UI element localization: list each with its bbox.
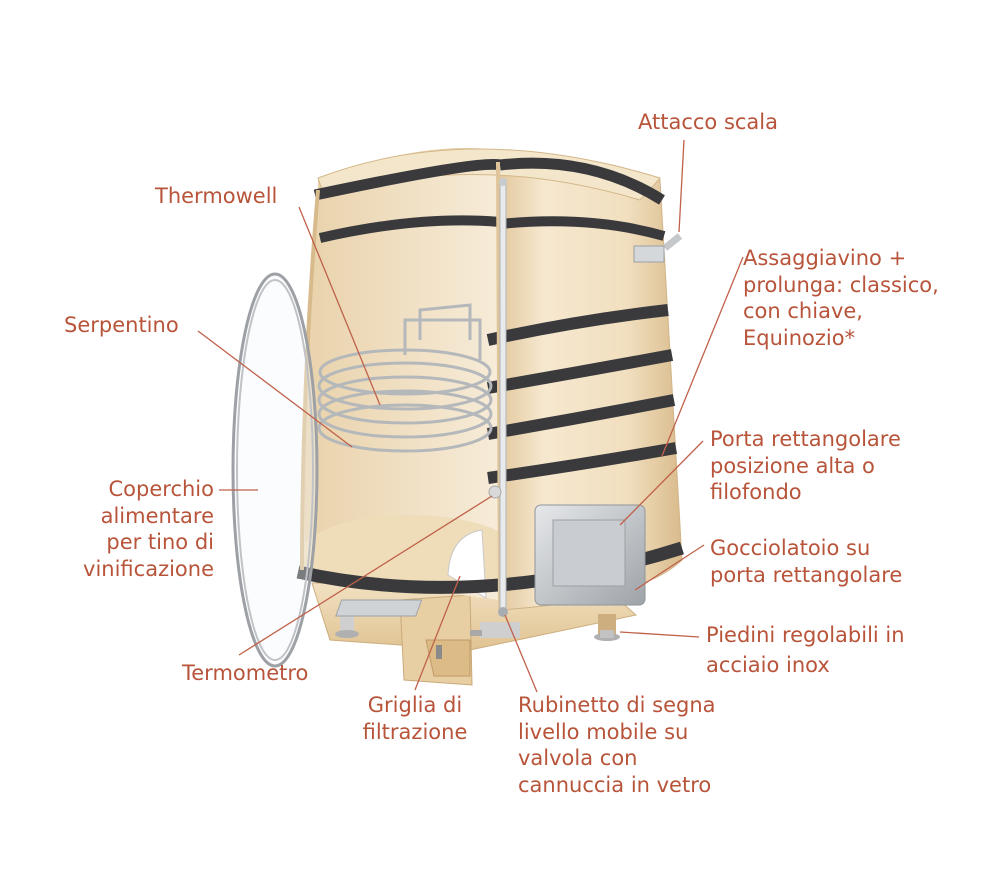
label-gocciolatoio: Gocciolatoio su porta rettangolare	[710, 535, 902, 588]
vat-interior	[300, 163, 520, 600]
lid	[233, 274, 317, 666]
label-griglia: Griglia di filtrazione	[350, 692, 480, 745]
label-porta-rettangolare: Porta rettangolare posizione alta o filo…	[710, 426, 901, 506]
label-termometro: Termometro	[182, 660, 308, 687]
label-coperchio: Coperchio alimentare per tino di vinific…	[83, 476, 214, 582]
label-thermowell: Thermowell	[155, 183, 277, 210]
label-piedini: Piedini regolabili in acciaio inox	[706, 620, 905, 680]
label-attacco-scala: Attacco scala	[638, 109, 778, 136]
label-rubinetto: Rubinetto di segna livello mobile su val…	[518, 692, 716, 798]
label-assaggiavino: Assaggiavino + prolunga: classico, con c…	[743, 245, 939, 351]
label-serpentino: Serpentino	[64, 312, 179, 339]
